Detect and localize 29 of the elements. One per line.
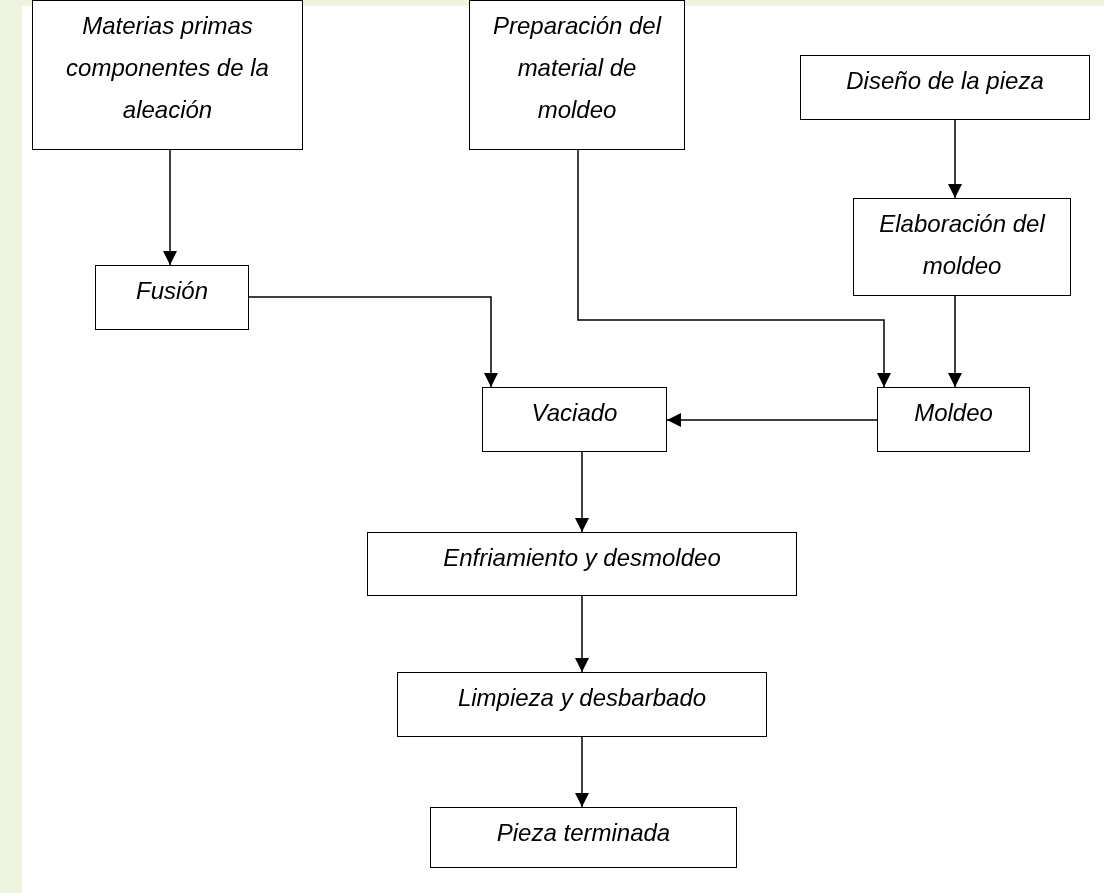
box-label: Fusión	[135, 276, 208, 306]
box-label: Elaboración del moldeo	[878, 209, 1047, 281]
box-label: Preparación del material de moldeo	[491, 11, 663, 125]
arrow	[575, 736, 589, 808]
box-label: Vaciado	[531, 398, 618, 428]
process-box	[95, 265, 249, 330]
arrow	[666, 413, 878, 427]
process-box	[800, 55, 1090, 120]
box-label: Materias primas componentes de la aleación	[65, 11, 270, 125]
box-label: Pieza terminada	[496, 818, 671, 848]
arrow	[948, 119, 962, 199]
process-box	[397, 672, 767, 737]
process-box	[877, 387, 1030, 452]
arrow	[575, 595, 589, 673]
process-box	[482, 387, 667, 452]
arrow	[575, 451, 589, 533]
box-label: Enfriamiento y desmoldeo	[443, 543, 721, 573]
box-label: Diseño de la pieza	[846, 66, 1044, 96]
process-box	[430, 807, 737, 868]
arrow	[577, 149, 891, 388]
arrow	[948, 295, 962, 388]
process-box	[32, 0, 303, 150]
arrow	[163, 149, 177, 266]
box-label: Limpieza y desbarbado	[457, 683, 707, 713]
box-label: Moldeo	[914, 398, 993, 428]
process-box	[367, 532, 797, 596]
process-box	[853, 198, 1071, 296]
arrow	[248, 296, 498, 388]
process-box	[469, 0, 685, 150]
